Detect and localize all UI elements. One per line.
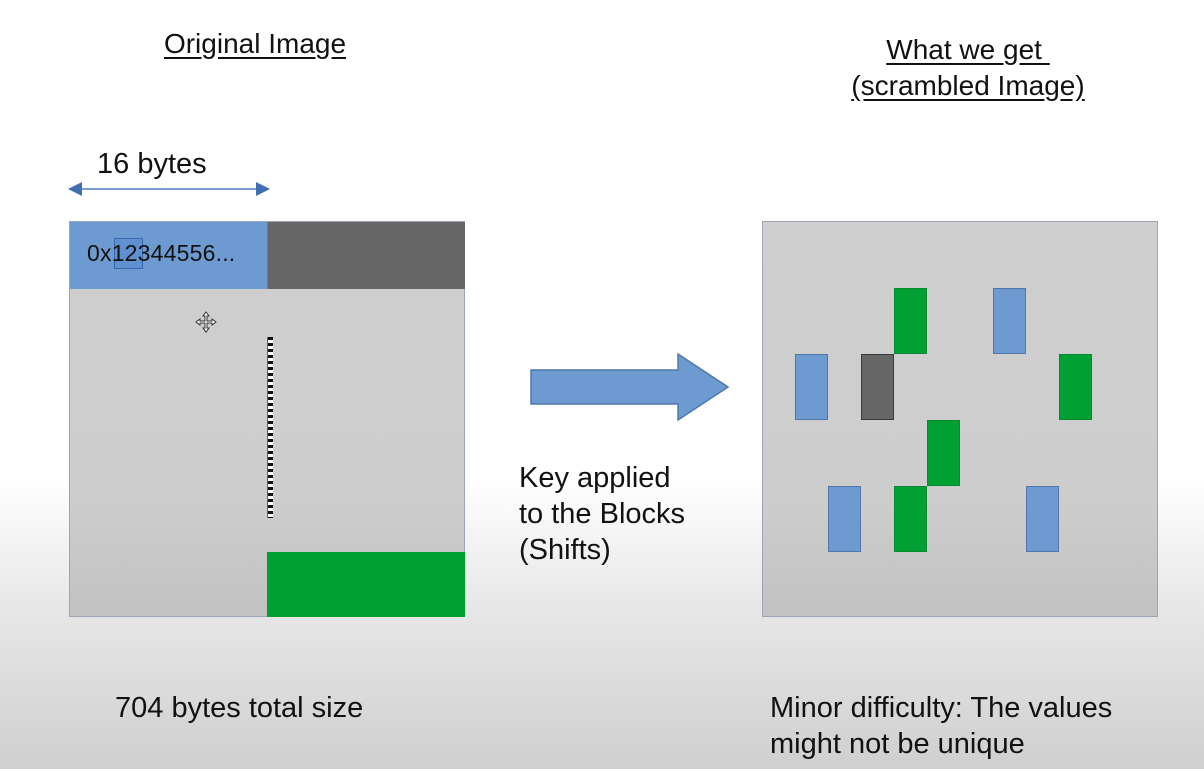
key-caption-line-2: to the Blocks	[519, 498, 686, 530]
scrambled-image-panel	[762, 221, 1158, 617]
key-caption-line-3: (Shifts)	[519, 534, 611, 566]
original-image-heading: Original Image	[163, 28, 347, 59]
scrambled-heading-line-1: What we get	[886, 34, 1050, 65]
scrambled-block-blue	[795, 354, 828, 420]
transform-arrow	[530, 352, 730, 422]
scrambled-block-green	[894, 486, 927, 552]
scrambled-image-heading: What we get (scrambled Image)	[810, 32, 1126, 104]
scrambled-heading-line-2: (scrambled Image)	[851, 70, 1085, 101]
original-image-panel: 0x12344556...	[69, 221, 465, 617]
difficulty-note-line-1: Minor difficulty: The values	[770, 692, 1113, 724]
scrambled-block-green	[1059, 354, 1092, 420]
scrambled-block-blue	[828, 486, 861, 552]
hex-selection-highlight	[114, 238, 143, 269]
key-caption: Key applied to the Blocks (Shifts)	[519, 460, 685, 568]
scrambled-block-blue	[993, 288, 1026, 354]
key-caption-line-1: Key applied	[519, 462, 671, 494]
move-cursor-icon	[195, 311, 217, 333]
width-label: 16 bytes	[97, 148, 207, 180]
scrambled-block-green	[927, 420, 960, 486]
hex-value-label: 0x12344556...	[87, 240, 236, 266]
scrambled-block-blue	[1026, 486, 1059, 552]
scrambled-block-green	[894, 288, 927, 354]
original-block-dark	[268, 222, 465, 289]
total-size-label: 704 bytes total size	[115, 692, 364, 724]
difficulty-note: Minor difficulty: The values might not b…	[770, 690, 1112, 762]
scrambled-block-dark	[861, 354, 894, 420]
width-double-arrow	[68, 182, 270, 196]
original-block-blue	[70, 222, 268, 289]
dotted-divider-line	[267, 337, 273, 518]
difficulty-note-line-2: might not be unique	[770, 728, 1025, 760]
original-block-green	[267, 552, 465, 617]
